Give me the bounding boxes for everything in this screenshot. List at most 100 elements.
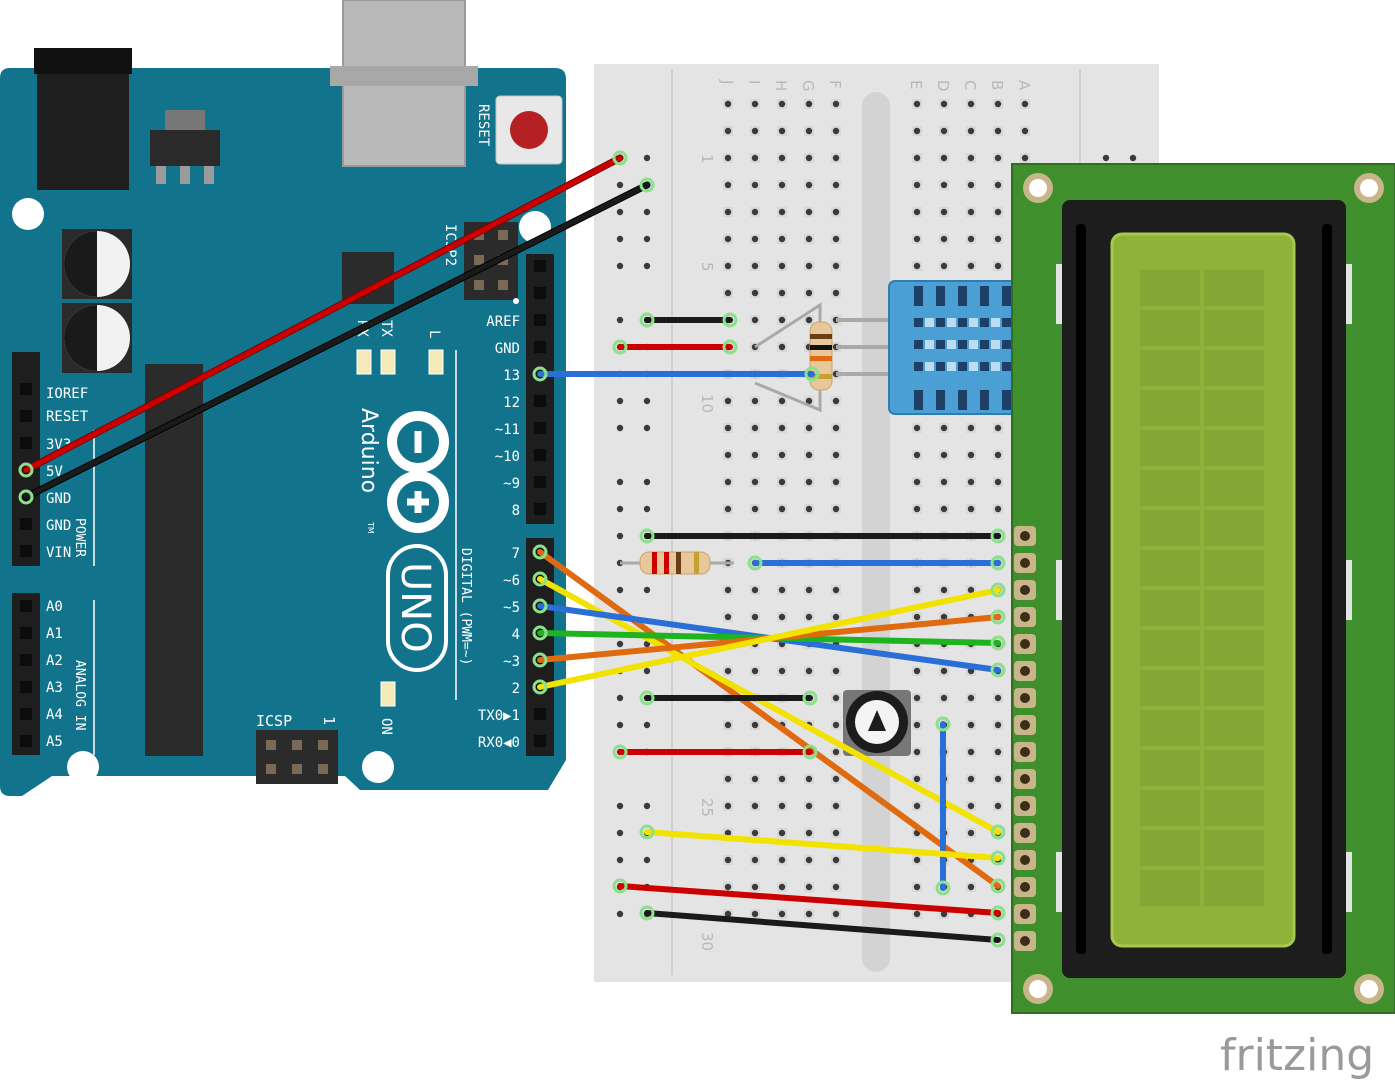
lcd-pcb-edge xyxy=(1011,163,1395,1014)
dht-grille-hole xyxy=(1002,362,1011,371)
breadboard-hole xyxy=(832,883,840,891)
dht-grille-hole xyxy=(914,318,923,327)
breadboard-rail-hole xyxy=(643,424,651,432)
lcd-character-cells xyxy=(1140,270,1264,906)
breadboard-rail-hole xyxy=(643,856,651,864)
wire-endpoint xyxy=(532,625,548,641)
lcd-character-cell xyxy=(1204,670,1264,706)
dht-grille-hole xyxy=(925,362,934,371)
wire-endpoint xyxy=(532,652,548,668)
lcd-pin-hole xyxy=(1020,855,1030,865)
breadboard-hole xyxy=(805,316,813,324)
dht-grille-hole xyxy=(958,340,967,349)
breadboard-hole xyxy=(994,694,1002,702)
breadboard-rail-hole xyxy=(616,856,624,864)
lcd-side-tab xyxy=(1056,560,1062,620)
breadboard-hole xyxy=(913,694,921,702)
dht-pullup-resistor xyxy=(754,302,833,413)
breadboard-hole xyxy=(751,721,759,729)
bb-letter-e: E xyxy=(907,80,925,89)
dht-grille-hole xyxy=(925,318,934,327)
lcd-pin-hole xyxy=(1020,558,1030,568)
resistor-band xyxy=(810,374,832,379)
analog-header-pin xyxy=(20,627,32,639)
breadboard-hole xyxy=(967,127,975,135)
icsp2-pin xyxy=(474,255,484,265)
breadboard-hole xyxy=(940,694,948,702)
resistor-band xyxy=(664,552,669,574)
breadboard-rail-hole xyxy=(643,667,651,675)
breadboard-hole xyxy=(913,154,921,162)
digital-header-pin xyxy=(534,287,546,299)
voltage-regulator-tab xyxy=(165,110,205,132)
breadboard-hole xyxy=(994,100,1002,108)
wire-endpoint xyxy=(990,932,1006,948)
wire-endpoint xyxy=(532,598,548,614)
analog-label-a0: A0 xyxy=(46,599,63,615)
breadboard-hole xyxy=(778,127,786,135)
breadboard-hole xyxy=(805,829,813,837)
breadboard-hole xyxy=(940,154,948,162)
breadboard-rail-hole xyxy=(643,154,651,162)
wire-endpoint xyxy=(802,744,818,760)
breadboard-rail-hole xyxy=(616,397,624,405)
tx-led xyxy=(380,349,396,375)
reset-button[interactable] xyxy=(510,111,548,149)
breadboard-row-numbers: 1 5 10 25 30 xyxy=(698,154,716,951)
breadboard-hole xyxy=(724,667,732,675)
wire-endpoint xyxy=(639,312,655,328)
breadboard-hole xyxy=(751,235,759,243)
lcd-side-tab xyxy=(1346,264,1352,324)
dht-grille-slot xyxy=(936,286,945,306)
breadboard-hole xyxy=(940,262,948,270)
resistor-band xyxy=(676,552,681,574)
wires xyxy=(22,154,1001,943)
breadboard-rail-hole xyxy=(616,316,624,324)
breadboard-hole xyxy=(994,127,1002,135)
breadboard-hole xyxy=(778,586,786,594)
analog-label-a3: A3 xyxy=(46,680,63,696)
lcd-character-cell xyxy=(1140,510,1200,546)
wire-endpoint xyxy=(990,528,1006,544)
breadboard-hole xyxy=(913,208,921,216)
arduino-board xyxy=(0,68,566,796)
breadboard-hole xyxy=(751,100,759,108)
lcd-pin-hole xyxy=(1020,666,1030,676)
lcd-character-cell xyxy=(1204,750,1264,786)
icsp-pin xyxy=(266,764,276,774)
dht-grille-hole xyxy=(936,340,945,349)
breadboard-hole xyxy=(913,586,921,594)
breadboard-hole xyxy=(994,235,1002,243)
lcd-bezel-slot xyxy=(1076,224,1086,954)
breadboard-hole xyxy=(778,829,786,837)
analog-label-a2: A2 xyxy=(46,653,63,669)
wire-endpoint xyxy=(990,582,1006,598)
dht-grille-hole xyxy=(914,340,923,349)
regulator-leg-3 xyxy=(204,166,214,184)
wire-ends xyxy=(18,150,1006,948)
breadboard-hole xyxy=(940,451,948,459)
breadboard-hole xyxy=(1021,154,1029,162)
breadboard-hole xyxy=(778,613,786,621)
breadboard-hole xyxy=(724,154,732,162)
lcd-side-tab xyxy=(1056,852,1062,912)
breadboard-hole xyxy=(805,775,813,783)
breadboard-hole xyxy=(940,235,948,243)
breadboard-rail-hole xyxy=(1102,154,1110,162)
digital-label-13: 13 xyxy=(503,368,520,384)
breadboard-hole xyxy=(832,451,840,459)
breadboard-hole xyxy=(778,208,786,216)
breadboard-hole xyxy=(967,208,975,216)
breadboard-hole xyxy=(967,883,975,891)
breadboard-rail-hole xyxy=(616,721,624,729)
dht-grille-slot xyxy=(1002,390,1011,410)
breadboard-hole xyxy=(724,100,732,108)
breadboard-hole xyxy=(805,424,813,432)
breadboard-hole xyxy=(967,181,975,189)
model-text: UNO xyxy=(392,562,438,653)
digital-header-pin xyxy=(534,314,546,326)
analog-header-pin xyxy=(20,681,32,693)
breadboard-hole xyxy=(832,289,840,297)
breadboard-hole xyxy=(724,856,732,864)
lcd-character-cell xyxy=(1204,310,1264,346)
